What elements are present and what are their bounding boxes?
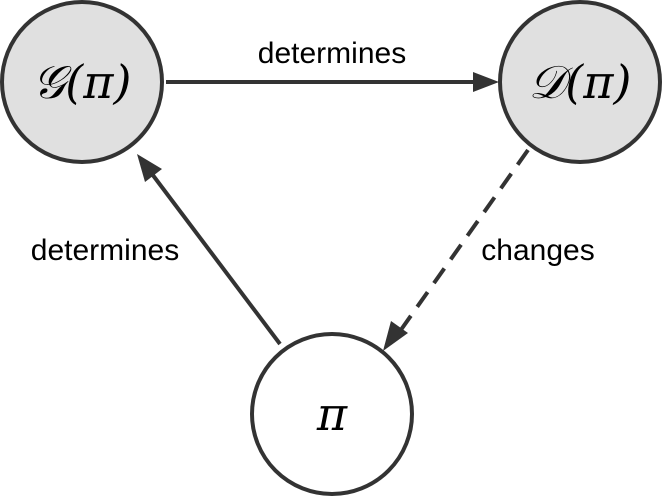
node-d: 𝒟(π) <box>498 0 662 164</box>
edge-d-to-pi: changes <box>383 148 595 351</box>
node-pi-label: π <box>316 387 348 441</box>
edge-g-to-d-label: determines <box>258 37 406 70</box>
edge-d-to-pi-label: changes <box>481 234 594 267</box>
node-d-label: 𝒟(π) <box>529 55 632 109</box>
edge-pi-to-g-line <box>147 168 282 346</box>
node-g-circle <box>0 0 164 164</box>
edge-pi-to-g-label: determines <box>31 234 179 267</box>
node-pi: π <box>250 332 414 496</box>
edge-d-to-pi-line <box>396 148 530 336</box>
edge-g-to-d-arrowhead <box>473 72 499 92</box>
node-d-circle <box>498 0 662 164</box>
edge-pi-to-g: determines <box>31 154 282 346</box>
edge-d-to-pi-arrowhead <box>383 321 408 351</box>
edge-g-to-d: determines <box>166 37 499 92</box>
node-g-label: 𝒢(π) <box>33 55 132 109</box>
node-g: 𝒢(π) <box>0 0 164 164</box>
edge-pi-to-g-arrowhead <box>137 154 162 182</box>
node-pi-circle <box>250 332 414 496</box>
